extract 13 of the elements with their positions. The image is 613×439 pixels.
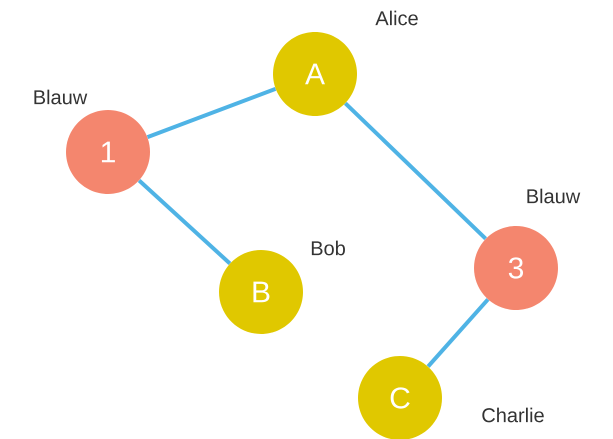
connector-line	[344, 102, 488, 240]
circle-node: 1	[66, 110, 150, 194]
node-caption: Bob	[312, 240, 345, 256]
circle-node: B	[219, 250, 303, 334]
node-caption: Blauw	[527, 188, 580, 204]
circle-node: 3	[474, 226, 558, 310]
node-caption: Alice	[375, 10, 418, 26]
connector-line	[138, 179, 232, 265]
node-caption: Blauw	[34, 90, 88, 104]
circle-node: A	[273, 32, 357, 116]
connector-line	[426, 298, 490, 368]
connector-line	[146, 87, 276, 139]
node-caption: Charlie	[482, 408, 544, 422]
